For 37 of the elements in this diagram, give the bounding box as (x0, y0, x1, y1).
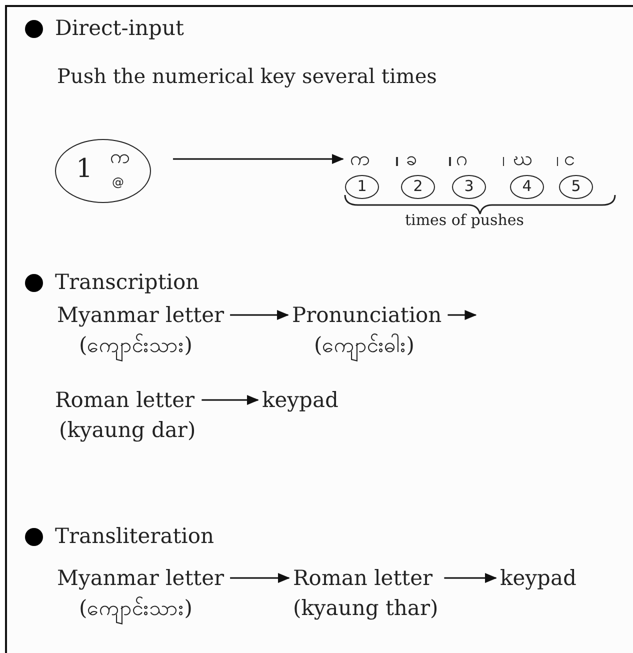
term-text: Roman letter (55, 387, 196, 414)
myanmar-character: ဂ (456, 146, 467, 170)
brace-label: times of pushes (405, 210, 524, 231)
reading-text: (ကျောင်းသား) (57, 330, 224, 360)
term-text: keypad (500, 565, 576, 592)
circled-number: 1 (345, 175, 379, 199)
reading-text: (kyaung thar) (293, 595, 438, 622)
term-text: Myanmar letter (57, 565, 224, 592)
arrow (173, 154, 344, 164)
myanmar-character: က (350, 146, 369, 170)
arrow (448, 310, 477, 320)
section-heading: Transliteration (55, 524, 214, 548)
myanmar-character: င (564, 146, 575, 170)
arrow (202, 395, 259, 405)
instruction-text: Push the numerical key several times (57, 64, 437, 88)
key-character: က (110, 146, 129, 166)
circled-number: 5 (559, 175, 593, 199)
term-text: keypad (262, 387, 338, 414)
circled-number: 2 (401, 175, 435, 199)
key-number: 1 (76, 156, 93, 182)
arrow (230, 573, 290, 583)
term-text: Roman letter (293, 565, 434, 592)
section-heading: Direct-input (55, 16, 184, 40)
circled-number: 3 (452, 175, 486, 199)
circled-number: 4 (510, 175, 544, 199)
term-text: Pronunciation (292, 302, 442, 329)
key-symbol: @ (112, 176, 124, 188)
section-heading: Transcription (55, 270, 200, 294)
myanmar-character: ခ (406, 146, 417, 170)
reading-text: (kyaung dar) (58, 417, 196, 444)
myanmar-character: ဃ (513, 146, 533, 170)
key-oval (55, 139, 151, 203)
term-text: Myanmar letter (57, 302, 224, 329)
arrow (230, 310, 289, 320)
reading-text: (ကျောင်းသား) (57, 593, 224, 623)
reading-text: (ကျောင်းဓါး) (292, 330, 442, 360)
arrow (444, 573, 497, 583)
